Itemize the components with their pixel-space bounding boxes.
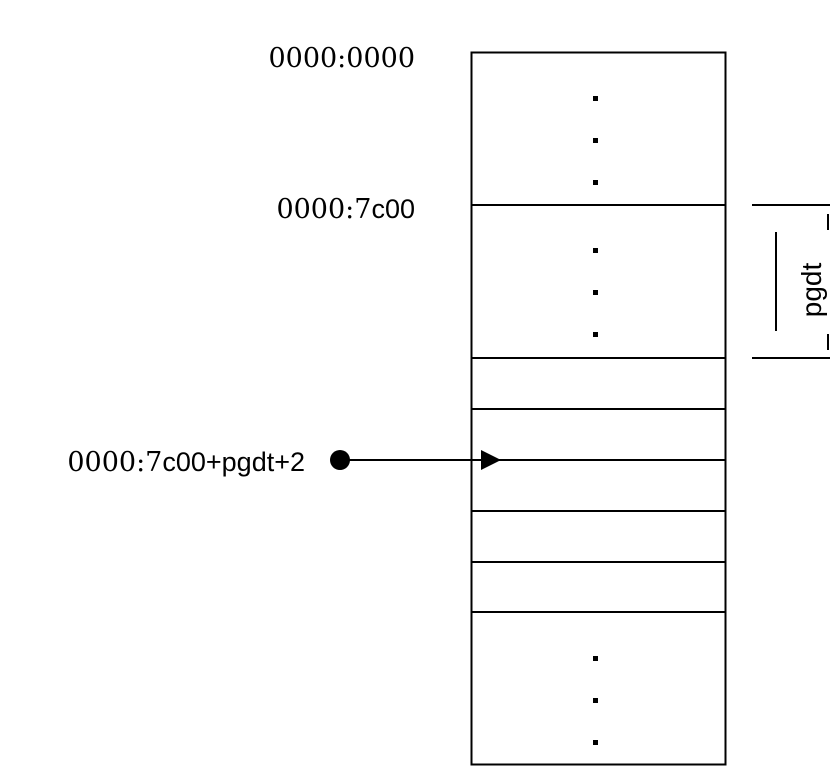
addr-ptr-prefix: 0000:7 xyxy=(67,447,162,478)
addr-base-prefix: 0000:7 xyxy=(276,194,371,225)
ellipsis-dot xyxy=(593,332,598,337)
pgdt-side-label: pgdt xyxy=(796,263,827,318)
addr-base-suffix: c00 xyxy=(371,194,415,224)
ellipsis-dot xyxy=(593,740,598,745)
ellipsis-dot xyxy=(593,290,598,295)
addr-pointer-label: 0000:7c00+pgdt+2 xyxy=(67,447,305,478)
ellipsis-dot xyxy=(593,656,598,661)
ellipsis-dot xyxy=(593,96,598,101)
addr-ptr-suffix: c00+pgdt+2 xyxy=(162,447,305,477)
ellipsis-dot xyxy=(593,248,598,253)
pointer-arrow-head xyxy=(481,450,501,470)
ellipsis-bottom xyxy=(593,656,598,745)
ellipsis-top xyxy=(593,96,598,185)
ellipsis-dot xyxy=(593,180,598,185)
addr-start-label: 0000:0000 xyxy=(268,43,415,74)
pgdt-bracket xyxy=(752,204,830,359)
ellipsis-pgdt-section xyxy=(593,248,598,337)
ellipsis-dot xyxy=(593,698,598,703)
addr-base-label: 0000:7c00 xyxy=(276,194,415,225)
ellipsis-dot xyxy=(593,138,598,143)
